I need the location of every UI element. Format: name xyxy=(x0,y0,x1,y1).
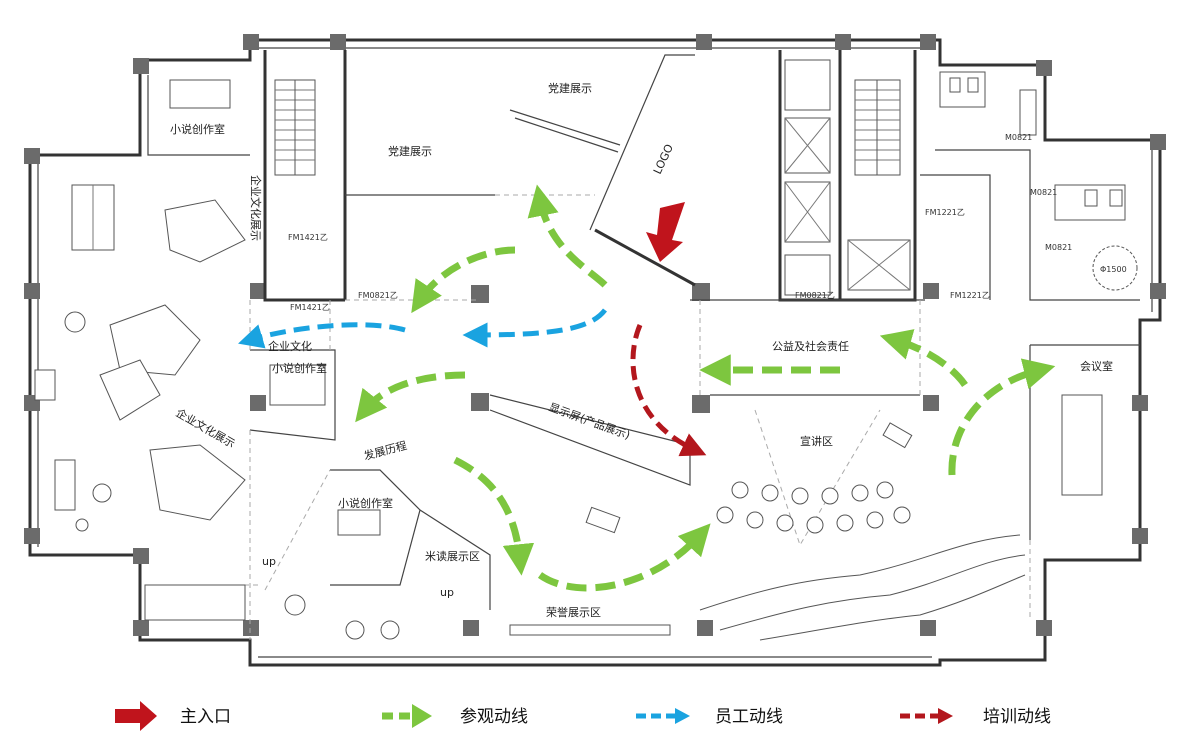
main-entrance-arrow xyxy=(646,202,685,262)
room-label-corp-culture-wing: 企业文化展示 xyxy=(174,405,238,450)
legend-label: 参观动线 xyxy=(460,707,528,727)
legend: 主入口 参观动线 员工动线 培训动线 xyxy=(115,701,1051,731)
room-label-studio-bottom: 小说创作室 xyxy=(338,496,393,510)
door-code: FM1221乙 xyxy=(950,291,990,300)
columns xyxy=(24,34,1166,636)
visit-route-legend-icon xyxy=(382,704,432,728)
room-label-studio-top-left: 小说创作室 xyxy=(170,122,225,136)
door-code: FM0821乙 xyxy=(795,291,835,300)
staff-route-legend-icon xyxy=(636,708,690,724)
legend-staff-route: 员工动线 xyxy=(636,707,783,727)
party-display-wall xyxy=(509,109,621,153)
door-code: FM0821乙 xyxy=(358,291,398,300)
staff-route xyxy=(238,308,607,349)
up-label: up xyxy=(262,555,276,568)
door-code: FM1221乙 xyxy=(925,208,965,217)
room-label-reading: 米读展示区 xyxy=(425,549,480,563)
legend-label: 培训动线 xyxy=(983,707,1051,727)
room-label-party-left: 党建展示 xyxy=(388,144,432,158)
room-label-history: 发展历程 xyxy=(362,438,408,463)
room-label-honor: 荣誉展示区 xyxy=(546,605,601,619)
visit-route xyxy=(355,184,1056,592)
legend-label: 员工动线 xyxy=(715,707,783,727)
room-label-party-top: 党建展示 xyxy=(548,81,592,95)
furniture-left-office xyxy=(34,79,400,640)
door-code: M0821 xyxy=(1005,133,1032,142)
door-codes: FM1421乙 FM1421乙 FM0821乙 FM0821乙 FM1221乙 … xyxy=(288,133,1072,312)
training-route xyxy=(630,324,707,457)
legend-label: 主入口 xyxy=(180,707,231,727)
outer-walls xyxy=(28,38,1162,667)
legend-visit-route: 参观动线 xyxy=(382,704,528,728)
washrooms: Φ1500 xyxy=(939,71,1138,291)
room-label-public-welfare: 公益及社会责任 xyxy=(772,339,849,353)
training-route-legend-icon xyxy=(900,708,953,724)
door-code: M0821 xyxy=(1045,243,1072,252)
stairs-left xyxy=(274,79,316,176)
interior-walls xyxy=(147,50,1140,610)
furniture-lecture xyxy=(509,394,1103,641)
legend-main-entrance: 主入口 xyxy=(115,701,231,731)
door-code: FM1421乙 xyxy=(290,303,330,312)
elevators xyxy=(784,59,911,296)
room-label-lecture: 宣讲区 xyxy=(800,434,833,448)
diameter-label: Φ1500 xyxy=(1100,265,1127,274)
up-label: up xyxy=(440,586,454,599)
room-label-studio-mid: 小说创作室 xyxy=(272,361,327,375)
room-label-logo: LOGO xyxy=(651,142,676,176)
room-label-corp-culture: 企业文化 xyxy=(268,339,312,353)
door-code: FM1421乙 xyxy=(288,233,328,242)
room-label-meeting-room: 会议室 xyxy=(1080,359,1113,373)
legend-training-route: 培训动线 xyxy=(900,707,1051,727)
door-code: M0821 xyxy=(1030,188,1057,197)
main-entrance-legend-icon xyxy=(115,701,157,731)
stairs-right xyxy=(854,79,901,176)
room-label-corp-culture-vertical: 企业文化展示 xyxy=(249,175,263,241)
